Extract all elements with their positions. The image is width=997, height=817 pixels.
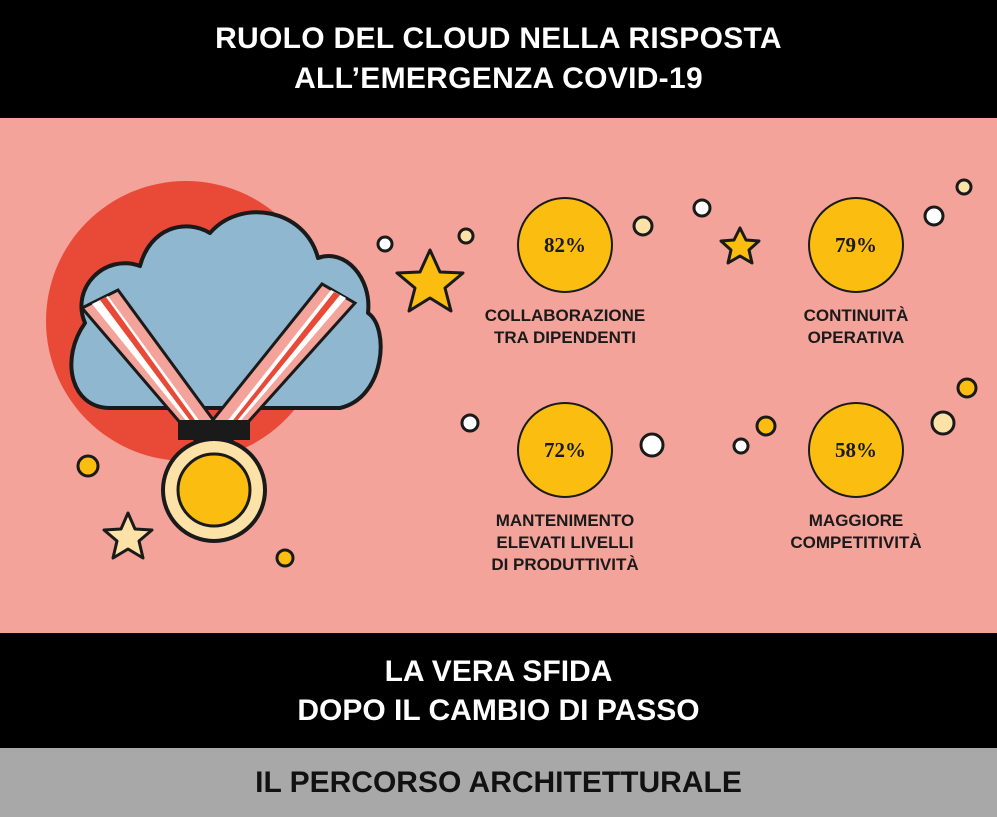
stat-value: 58% <box>835 437 877 462</box>
dot-icon <box>76 178 978 568</box>
stat-value: 79% <box>835 232 877 257</box>
stat-label-line: MAGGIORE <box>808 511 904 530</box>
stat-label: COLLABORAZIONE TRA DIPENDENTI <box>465 305 665 349</box>
stat-collaborazione: 82% COLLABORAZIONE TRA DIPENDENTI <box>465 197 665 349</box>
stat-label-line: TRA DIPENDENTI <box>494 328 636 347</box>
header-banner: RUOLO DEL CLOUD NELLA RISPOSTA ALL’EMERG… <box>0 0 997 118</box>
header-title-line-2: ALL’EMERGENZA COVID-19 <box>294 62 703 95</box>
main-panel: 82% COLLABORAZIONE TRA DIPENDENTI 79% CO… <box>0 118 997 633</box>
stat-circle: 79% <box>808 197 904 293</box>
stat-circle: 58% <box>808 402 904 498</box>
stat-circle: 72% <box>517 402 613 498</box>
stat-label-line: MANTENIMENTO <box>495 511 635 530</box>
path-title: IL PERCORSO ARCHITETTURALE <box>255 765 742 799</box>
stat-circle: 82% <box>517 197 613 293</box>
stat-label-line: CONTINUITÀ <box>803 306 909 325</box>
header-title-line-1: RUOLO DEL CLOUD NELLA RISPOSTA <box>215 22 782 55</box>
stat-label-line: OPERATIVA <box>807 328 905 347</box>
stat-continuita: 79% CONTINUITÀ OPERATIVA <box>756 197 956 349</box>
stat-value: 82% <box>544 232 586 257</box>
stat-label-line: COMPETITIVITÀ <box>790 533 922 552</box>
stat-label: MANTENIMENTO ELEVATI LIVELLI DI PRODUTTI… <box>465 510 665 576</box>
stat-value: 72% <box>544 437 586 462</box>
illustration <box>46 178 978 568</box>
challenge-line-2: DOPO IL CAMBIO DI PASSO <box>297 693 700 727</box>
challenge-line-1: LA VERA SFIDA <box>384 654 613 688</box>
path-banner: IL PERCORSO ARCHITETTURALE <box>0 748 997 817</box>
stat-label-line: COLLABORAZIONE <box>484 306 646 325</box>
challenge-banner: LA VERA SFIDA DOPO IL CAMBIO DI PASSO <box>0 633 997 748</box>
stat-competitivita: 58% MAGGIORE COMPETITIVITÀ <box>756 402 956 554</box>
stat-label: MAGGIORE COMPETITIVITÀ <box>756 510 956 554</box>
cloud-medal-icon <box>69 210 383 543</box>
stat-label-line: DI PRODUTTIVITÀ <box>491 555 639 574</box>
stat-produttivita: 72% MANTENIMENTO ELEVATI LIVELLI DI PROD… <box>465 402 665 576</box>
star-icon <box>102 226 761 560</box>
stat-label-line: ELEVATI LIVELLI <box>496 533 634 552</box>
stat-label: CONTINUITÀ OPERATIVA <box>756 305 956 349</box>
